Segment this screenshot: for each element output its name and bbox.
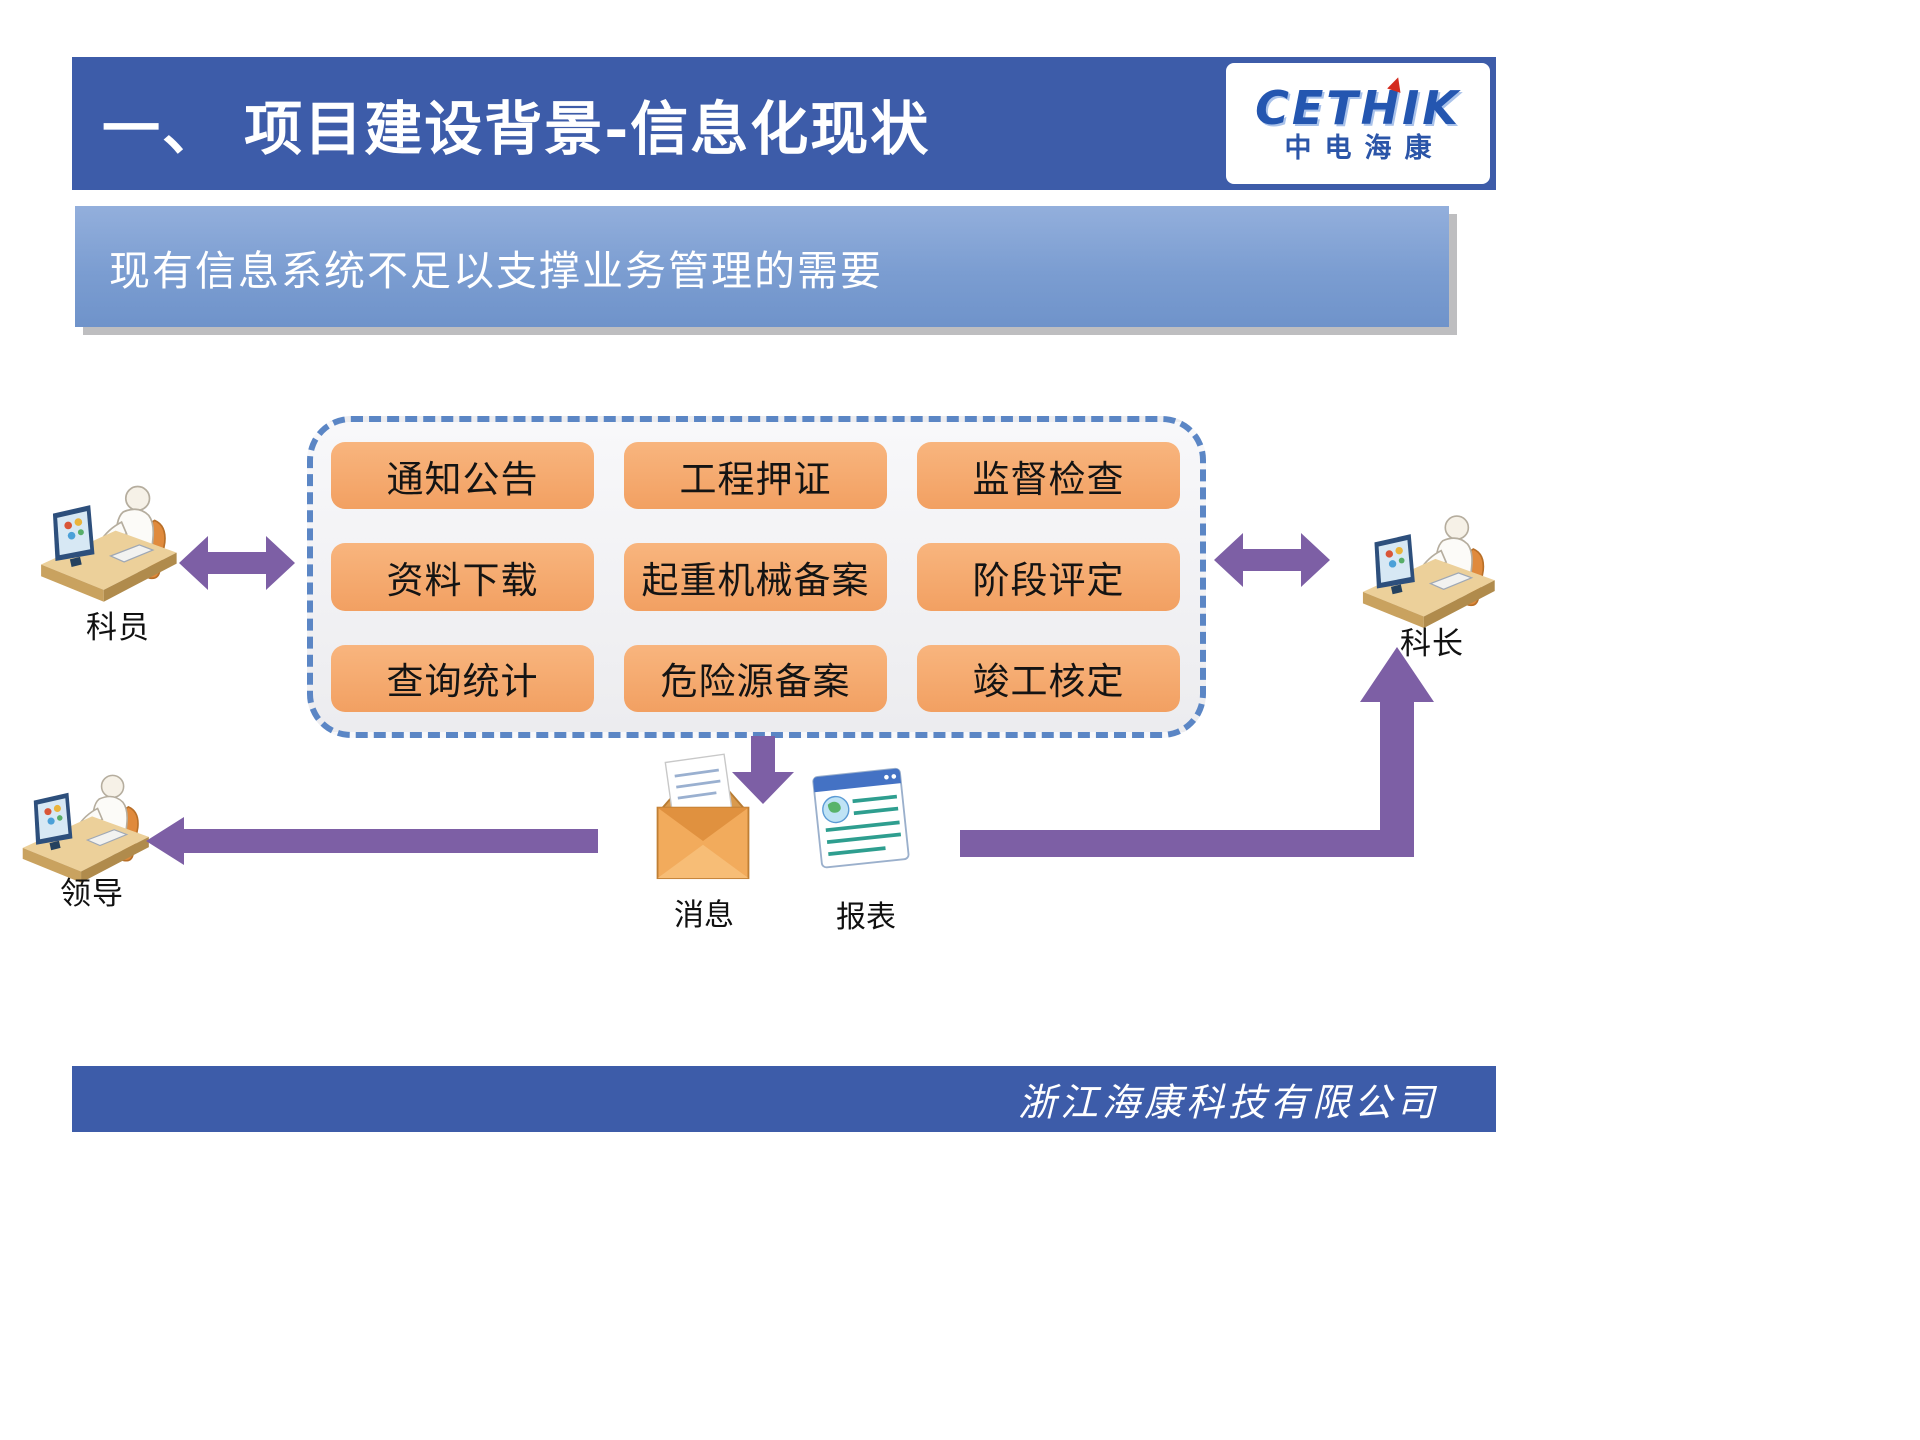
module-button-project-bond: 工程押证 bbox=[624, 442, 887, 510]
module-button-hazard-record: 危险源备案 bbox=[624, 644, 887, 712]
logo-brand-cn: 中电海康 bbox=[1284, 133, 1445, 164]
module-button-notice: 通知公告 bbox=[331, 442, 594, 510]
artifact-label-report: 报表 bbox=[836, 900, 896, 935]
arrow-report-chief bbox=[960, 645, 1435, 860]
arrow-system-chief bbox=[1213, 531, 1331, 589]
logo-brand-text: CETHIK bbox=[1255, 75, 1461, 131]
arrow-message-leader bbox=[146, 817, 598, 865]
module-button-crane-record: 起重机械备案 bbox=[624, 543, 887, 611]
report-window-icon bbox=[810, 760, 912, 878]
system-modules-box: 通知公告 工程押证 监督检查 资料下载 起重机械备案 阶段评定 查询统计 危险源… bbox=[307, 416, 1206, 738]
footer-bar: 浙江海康科技有限公司 bbox=[72, 1066, 1496, 1132]
artifact-label-message: 消息 bbox=[674, 898, 734, 933]
person-at-computer-desk-icon-staff bbox=[36, 466, 180, 618]
subtitle-banner: 现有信息系统不足以支撑业务管理的需要 bbox=[75, 206, 1449, 327]
page-title: 一、 项目建设背景-信息化现状 bbox=[102, 94, 931, 163]
actor-label-leader: 领导 bbox=[60, 876, 124, 912]
company-logo: CETHIK 中电海康 bbox=[1226, 63, 1490, 184]
open-envelope-icon bbox=[652, 746, 754, 886]
module-button-stage-review: 阶段评定 bbox=[917, 543, 1180, 611]
module-button-downloads: 资料下载 bbox=[331, 543, 594, 611]
module-button-completion: 竣工核定 bbox=[917, 644, 1180, 712]
module-button-query-stats: 查询统计 bbox=[331, 644, 594, 712]
module-button-supervision: 监督检查 bbox=[917, 442, 1180, 510]
actor-label-staff: 科员 bbox=[86, 610, 150, 646]
module-grid: 通知公告 工程押证 监督检查 资料下载 起重机械备案 阶段评定 查询统计 危险源… bbox=[331, 442, 1180, 712]
actor-label-chief: 科长 bbox=[1400, 626, 1464, 662]
footer-company-name: 浙江海康科技有限公司 bbox=[1017, 1080, 1438, 1125]
arrow-system-message bbox=[732, 736, 794, 804]
arrow-staff-system bbox=[179, 534, 295, 592]
subtitle-text: 现有信息系统不足以支撑业务管理的需要 bbox=[109, 246, 883, 295]
header-bar: 一、 项目建设背景-信息化现状 CETHIK 中电海康 bbox=[72, 57, 1496, 190]
